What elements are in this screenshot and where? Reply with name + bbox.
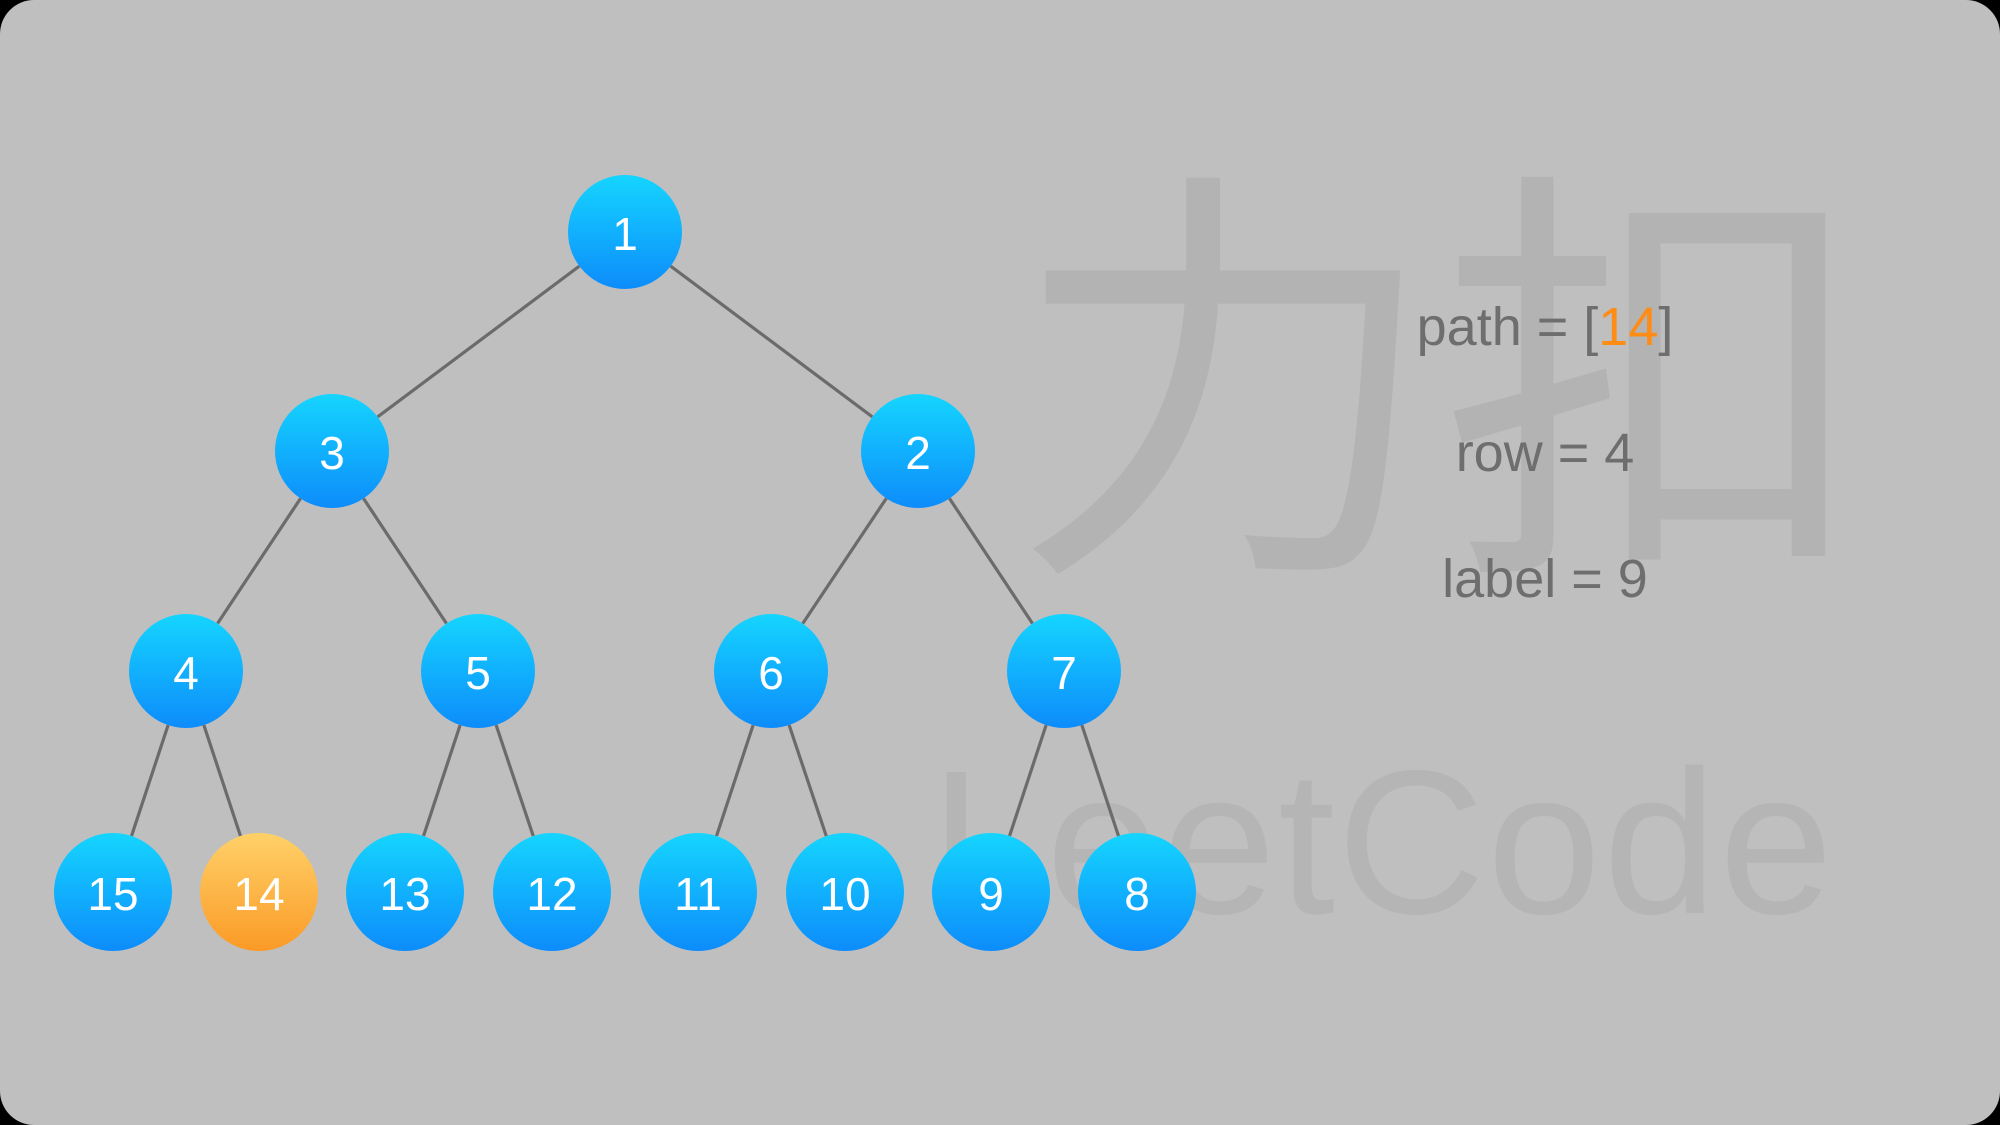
tree-node-6[interactable]: 6 xyxy=(714,614,828,728)
tree-node-2[interactable]: 2 xyxy=(861,394,975,508)
tree-edge-n1-n2 xyxy=(669,264,874,419)
tree-node-10[interactable]: 10 xyxy=(786,833,904,951)
tree-edge-n4-n14 xyxy=(202,724,243,837)
tree-node-circle-2[interactable] xyxy=(861,394,975,508)
tree-edge-n6-n10 xyxy=(787,724,828,837)
tree-node-circle-9[interactable] xyxy=(932,833,1050,951)
tree-node-label-12: 12 xyxy=(526,868,577,920)
tree-node-circle-1[interactable] xyxy=(568,175,682,289)
tree-edge-n7-n8 xyxy=(1080,724,1121,837)
tree-node-circle-10[interactable] xyxy=(786,833,904,951)
tree-edge-n1-n3 xyxy=(376,264,581,419)
tree-node-circle-13[interactable] xyxy=(346,833,464,951)
tree-node-4[interactable]: 4 xyxy=(129,614,243,728)
tree-edge-n3-n4 xyxy=(216,497,302,625)
row-state-line: row = 4 xyxy=(1455,423,1635,483)
tree-node-label-5: 5 xyxy=(465,647,491,699)
tree-edge-n6-n11 xyxy=(714,724,755,837)
tree-node-label-8: 8 xyxy=(1124,868,1150,920)
tree-node-7[interactable]: 7 xyxy=(1007,614,1121,728)
tree-node-circle-8[interactable] xyxy=(1078,833,1196,951)
tree-node-label-14: 14 xyxy=(233,868,284,920)
tree-node-14[interactable]: 14 xyxy=(200,833,318,951)
tree-node-15[interactable]: 15 xyxy=(54,833,172,951)
tree-edge-n2-n7 xyxy=(948,497,1034,625)
tree-edge-n2-n6 xyxy=(801,497,888,625)
tree-edge-n4-n15 xyxy=(129,724,170,837)
path-state-line: path = [14] xyxy=(1330,300,1760,354)
tree-node-circle-4[interactable] xyxy=(129,614,243,728)
path-close-bracket: ] xyxy=(1658,297,1674,357)
tree-node-13[interactable]: 13 xyxy=(346,833,464,951)
tree-node-circle-11[interactable] xyxy=(639,833,757,951)
tree-edges-group xyxy=(129,264,1121,837)
tree-node-label-4: 4 xyxy=(173,647,199,699)
tree-node-label-15: 15 xyxy=(87,868,138,920)
tree-edge-n5-n13 xyxy=(421,724,462,837)
tree-node-circle-3[interactable] xyxy=(275,394,389,508)
tree-node-circle-5[interactable] xyxy=(421,614,535,728)
tree-node-label-13: 13 xyxy=(379,868,430,920)
tree-node-label-7: 7 xyxy=(1051,647,1077,699)
path-label: path = [ xyxy=(1416,297,1599,357)
tree-node-circle-6[interactable] xyxy=(714,614,828,728)
tree-node-circle-7[interactable] xyxy=(1007,614,1121,728)
tree-node-11[interactable]: 11 xyxy=(639,833,757,951)
tree-node-circle-14[interactable] xyxy=(200,833,318,951)
tree-node-5[interactable]: 5 xyxy=(421,614,535,728)
tree-edge-n5-n12 xyxy=(494,724,535,837)
tree-node-9[interactable]: 9 xyxy=(932,833,1050,951)
tree-node-circle-15[interactable] xyxy=(54,833,172,951)
path-value: 14 xyxy=(1598,297,1659,357)
tree-node-3[interactable]: 3 xyxy=(275,394,389,508)
tree-node-8[interactable]: 8 xyxy=(1078,833,1196,951)
tree-node-label-6: 6 xyxy=(758,647,784,699)
tree-edge-n3-n5 xyxy=(362,497,448,625)
tree-node-label-3: 3 xyxy=(319,427,345,479)
tree-node-label-2: 2 xyxy=(905,427,931,479)
label-state-line: label = 9 xyxy=(1442,549,1648,609)
tree-node-label-10: 10 xyxy=(819,868,870,920)
tree-node-label-9: 9 xyxy=(978,868,1004,920)
tree-node-12[interactable]: 12 xyxy=(493,833,611,951)
tree-node-label-1: 1 xyxy=(612,208,638,260)
tree-node-1[interactable]: 1 xyxy=(568,175,682,289)
tree-edge-n7-n9 xyxy=(1007,724,1048,837)
state-info-panel: path = [14] row = 4 label = 9 xyxy=(1330,300,1760,606)
tree-node-label-11: 11 xyxy=(674,868,722,920)
tree-node-circle-12[interactable] xyxy=(493,833,611,951)
